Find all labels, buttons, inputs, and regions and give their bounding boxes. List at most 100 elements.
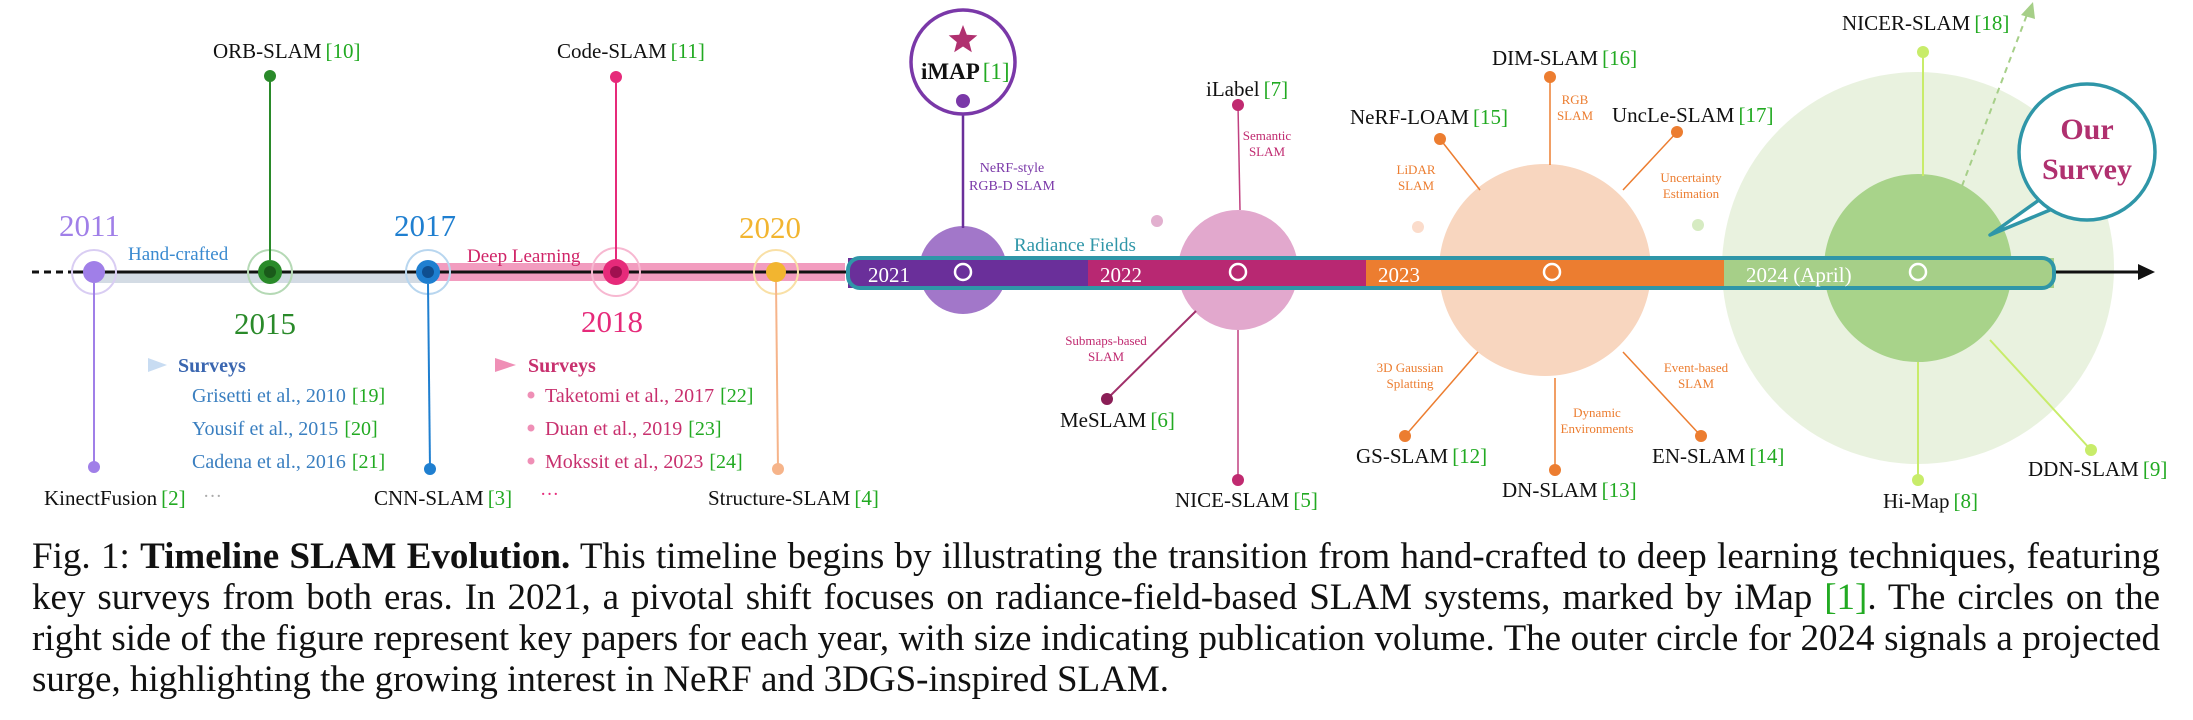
node-2015-core bbox=[264, 266, 276, 278]
marker-2022 bbox=[1228, 262, 1248, 282]
dot-dnslam bbox=[1549, 464, 1561, 476]
tag-semantic-2: SLAM bbox=[1249, 144, 1286, 159]
tag-dynamic-2: Environments bbox=[1561, 421, 1634, 436]
label-structureslam: Structure-SLAM[4] bbox=[708, 486, 879, 510]
bar-2024 bbox=[1724, 258, 2054, 288]
surveys-left-item-2: Yousif et al., 2015[20] bbox=[192, 418, 378, 440]
projection-arrow bbox=[1961, 11, 2029, 187]
stem-2017 bbox=[427, 283, 431, 470]
surveys-left-item-1: Grisetti et al., 2010[19] bbox=[192, 385, 385, 407]
dot-imap bbox=[956, 94, 970, 108]
year-2017: 2017 bbox=[394, 208, 456, 243]
surveys-left-flag-icon bbox=[148, 358, 167, 372]
era-radiance-fields: Radiance Fields bbox=[1014, 235, 1136, 256]
year-2015: 2015 bbox=[234, 306, 296, 341]
projection-arrow-head bbox=[2021, 2, 2035, 19]
year-2020: 2020 bbox=[739, 210, 801, 245]
figure-caption: Fig. 1: Timeline SLAM Evolution. This ti… bbox=[32, 536, 2160, 700]
surveys-right-item-2: Duan et al., 2019[23] bbox=[545, 418, 722, 440]
bar-year-2023: 2023 bbox=[1378, 263, 1420, 287]
label-meslam: MeSLAM[6] bbox=[1060, 408, 1175, 432]
dot-meslam bbox=[1101, 393, 1113, 405]
bullet-3 bbox=[527, 457, 535, 465]
node-2020 bbox=[766, 262, 786, 282]
marker-2024 bbox=[1908, 262, 1928, 282]
label-nerfloam: NeRF-LOAM[15] bbox=[1350, 105, 1508, 129]
label-ddnslam: DDN-SLAM[9] bbox=[2028, 457, 2167, 481]
caption-cite: [1] bbox=[1824, 577, 1868, 618]
surveys-right-item-1: Taketomi et al., 2017[22] bbox=[545, 385, 753, 407]
node-2011 bbox=[83, 261, 105, 283]
label-gsslam: GS-SLAM[12] bbox=[1356, 444, 1487, 468]
label-enslam: EN-SLAM[14] bbox=[1652, 444, 1784, 468]
tag-dynamic-1: Dynamic bbox=[1573, 405, 1621, 420]
label-dimslam: DIM-SLAM[16] bbox=[1492, 46, 1637, 70]
bullet-2 bbox=[527, 424, 535, 432]
label-orbslam: ORB-SLAM[10] bbox=[213, 39, 361, 63]
tag-rgb-2: SLAM bbox=[1557, 108, 1594, 123]
dot-enslam bbox=[1695, 430, 1707, 442]
dot-codeslam bbox=[610, 71, 622, 83]
label-niceslam: NICE-SLAM[5] bbox=[1175, 488, 1318, 512]
tag-event-1: Event-based bbox=[1664, 360, 1729, 375]
dot-nerfloam bbox=[1434, 133, 1446, 145]
stem-ddnslam bbox=[1989, 339, 2092, 451]
dot-gsslam bbox=[1399, 430, 1411, 442]
label-uncleslam: UncLe-SLAM[17] bbox=[1612, 103, 1773, 127]
stem-ilabel bbox=[1237, 104, 1241, 211]
stem-uncleslam bbox=[1622, 131, 1678, 191]
era-handcrafted: Hand-crafted bbox=[128, 244, 229, 265]
surveys-right-heading: Surveys bbox=[528, 355, 596, 377]
surveys-right-flag-icon bbox=[495, 358, 516, 372]
our-survey-line-1: Our bbox=[2060, 113, 2113, 146]
surveys-right-item-3: Mokssit et al., 2023[24] bbox=[545, 451, 743, 473]
imap-badge bbox=[909, 8, 1017, 116]
our-survey-badge bbox=[2017, 82, 2157, 222]
dot-structureslam bbox=[772, 463, 784, 475]
surveys-left-item-3: Cadena et al., 2016[21] bbox=[192, 451, 385, 473]
tag-imap-2: RGB-D SLAM bbox=[969, 179, 1056, 194]
dot-cnnslam bbox=[424, 463, 436, 475]
bar-year-2021: 2021 bbox=[868, 263, 910, 287]
our-survey-line-2: Survey bbox=[2042, 153, 2132, 186]
label-ilabel: iLabel[7] bbox=[1206, 77, 1288, 101]
tag-submaps-1: Submaps-based bbox=[1065, 333, 1147, 348]
stem-nerfloam bbox=[1439, 138, 1481, 191]
dot-orbslam bbox=[264, 70, 276, 82]
marker-2021 bbox=[953, 262, 973, 282]
label-imap: iMAP[1] bbox=[921, 59, 1010, 84]
bar-2022 bbox=[1088, 258, 1368, 288]
stem-enslam bbox=[1622, 351, 1702, 437]
dot-uncleslam bbox=[1671, 126, 1683, 138]
marker-2023 bbox=[1542, 262, 1562, 282]
label-cnnslam: CNN-SLAM[3] bbox=[374, 486, 512, 510]
dot-ddnslam bbox=[2085, 444, 2097, 456]
dot-dimslam bbox=[1544, 71, 1556, 83]
tag-imap-1: NeRF-style bbox=[980, 161, 1045, 176]
stem-2020 bbox=[775, 281, 779, 470]
timeline-figure: 2021 2022 2023 2024 (April) Hand-crafted… bbox=[32, 2, 2167, 513]
star-icon bbox=[948, 25, 978, 53]
era-deep-learning: Deep Learning bbox=[467, 246, 581, 267]
label-himap: Hi-Map[8] bbox=[1883, 489, 1978, 513]
axis-arrow-head bbox=[2138, 264, 2155, 280]
node-2018-core bbox=[610, 266, 622, 278]
caption-label: Fig. 1: bbox=[32, 536, 141, 577]
tag-uncertainty-1: Uncertainty bbox=[1660, 170, 1722, 185]
year-2011: 2011 bbox=[59, 208, 120, 243]
stem-gsslam bbox=[1404, 351, 1479, 437]
tag-gaussian-2: Splatting bbox=[1387, 376, 1434, 391]
tag-event-2: SLAM bbox=[1678, 376, 1715, 391]
tag-semantic-1: Semantic bbox=[1243, 128, 1292, 143]
year-2018: 2018 bbox=[581, 304, 643, 339]
radiance-bar-frame bbox=[846, 256, 2056, 290]
dot-faint-orange bbox=[1412, 221, 1424, 233]
label-codeslam: Code-SLAM[11] bbox=[557, 39, 705, 63]
tag-rgb-1: RGB bbox=[1562, 92, 1589, 107]
dot-himap bbox=[1912, 474, 1924, 486]
label-nicerslam: NICER-SLAM[18] bbox=[1842, 11, 2009, 35]
label-dnslam: DN-SLAM[13] bbox=[1502, 478, 1637, 502]
tag-lidar-1: LiDAR bbox=[1397, 162, 1436, 177]
tag-lidar-2: SLAM bbox=[1398, 178, 1435, 193]
dot-niceslam bbox=[1232, 474, 1244, 486]
